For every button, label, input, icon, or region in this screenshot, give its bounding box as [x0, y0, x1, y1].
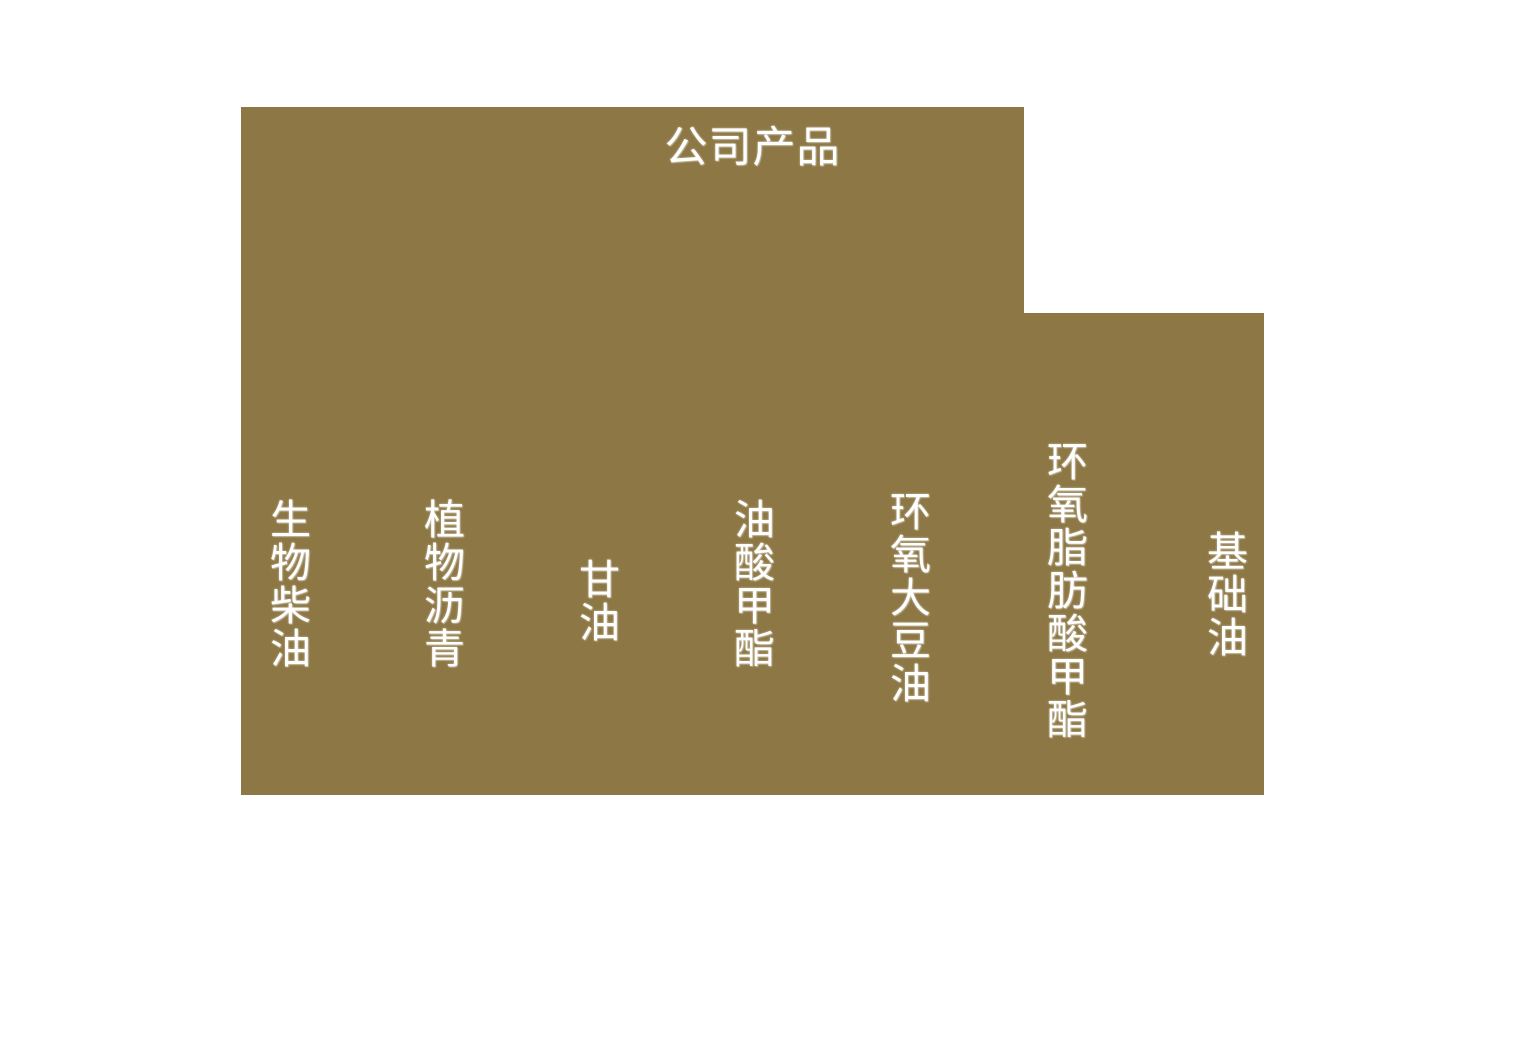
- category-label-base-oil: 基础油: [1200, 530, 1247, 659]
- category-label-methyl-oleate: 油酸甲酯: [727, 498, 774, 670]
- category-label-biodiesel: 生物柴油: [263, 498, 310, 670]
- product-block-lower: [1023, 313, 1264, 795]
- category-label-glycerin: 甘油: [572, 558, 619, 644]
- category-label-epoxidized-soybean-oil: 环氧大豆油: [883, 490, 930, 705]
- chart-title: 公司产品: [664, 124, 841, 172]
- category-label-epoxy-fatty-acid-methyl-ester: 环氧脂肪酸甲酯: [1040, 440, 1087, 741]
- product-block-upper: [241, 107, 1024, 795]
- category-label-vegetable-asphalt: 植物沥青: [417, 498, 464, 670]
